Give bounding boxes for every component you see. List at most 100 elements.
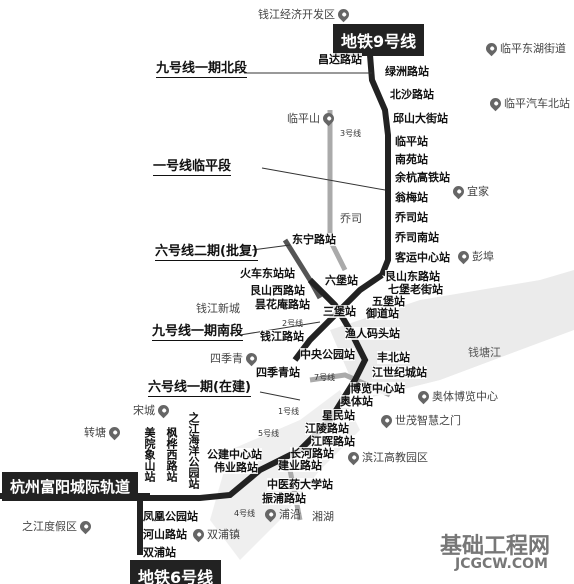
station-qiaosi[interactable]: 乔司站 bbox=[395, 211, 428, 224]
station-qibao[interactable]: 七堡老街站 bbox=[388, 283, 443, 296]
watermark-en: JCGCW.COM bbox=[455, 556, 548, 572]
station-weiye[interactable]: 伟业路站 bbox=[214, 461, 258, 474]
station-lvzhou[interactable]: 绿洲路站 bbox=[385, 65, 429, 78]
poi-pengbu: 彭埠 bbox=[455, 248, 494, 264]
station-gongjian[interactable]: 公建中心站 bbox=[207, 448, 262, 461]
poi-shuangpu: 双浦镇 bbox=[190, 526, 240, 542]
station-beisha[interactable]: 北沙路站 bbox=[390, 88, 434, 101]
poi-xianghu: 湘湖 bbox=[312, 508, 334, 524]
poi-yijia: 宜家 bbox=[450, 183, 489, 199]
location-pin-icon bbox=[450, 183, 467, 199]
station-xingmin[interactable]: 星民站 bbox=[322, 409, 355, 422]
station-keyun[interactable]: 客运中心站 bbox=[395, 251, 450, 264]
station-fengbei[interactable]: 丰北站 bbox=[377, 351, 410, 364]
poi-puyan: 浦沿 bbox=[262, 506, 301, 522]
poi-zhuantang: 转塘 bbox=[84, 424, 123, 440]
poi-sijiqing: 四季青 bbox=[210, 350, 260, 366]
station-shuangpu[interactable]: 双浦站 bbox=[143, 546, 176, 559]
station-nanyuan[interactable]: 南苑站 bbox=[395, 153, 428, 166]
location-pin-icon bbox=[378, 412, 395, 428]
poi-songcheng: 宋城 bbox=[133, 402, 172, 418]
poi-qiaosi-label: 乔司 bbox=[340, 212, 362, 225]
station-xiaomei[interactable]: 翁梅站 bbox=[395, 191, 428, 204]
station-zhongyang[interactable]: 中央公园站 bbox=[300, 348, 355, 361]
station-meiyuan[interactable]: 美院象山站 bbox=[143, 427, 156, 482]
section-linping: 一号线临平段 bbox=[153, 155, 232, 176]
line-number-5: 5号线 bbox=[258, 429, 280, 438]
poi-pengbu-label: 彭埠 bbox=[472, 250, 494, 263]
station-qiushan[interactable]: 邱山大街站 bbox=[393, 112, 448, 125]
station-qiaosi-south[interactable]: 乔司南站 bbox=[395, 231, 439, 244]
station-genshandong[interactable]: 艮山东路站 bbox=[385, 270, 440, 283]
station-jianghui[interactable]: 江晖路站 bbox=[311, 435, 355, 448]
leader-6p1 bbox=[259, 391, 301, 401]
poi-lpqc: 临平汽车北站 bbox=[487, 95, 570, 111]
station-wubao[interactable]: 五堡站 bbox=[372, 295, 405, 308]
station-qianjiang[interactable]: 钱江路站 bbox=[260, 330, 304, 343]
station-changda[interactable]: 昌达路站 bbox=[318, 53, 362, 66]
station-aoti[interactable]: 奥体站 bbox=[340, 395, 373, 408]
station-hehe[interactable]: 河山路站 bbox=[143, 528, 187, 541]
poi-qjjj: 钱江经济开发区 bbox=[258, 6, 352, 22]
station-zhenpu[interactable]: 振浦路站 bbox=[262, 492, 306, 505]
station-linping[interactable]: 临平站 bbox=[395, 135, 428, 148]
poi-aoti-label: 奥体博览中心 bbox=[432, 390, 498, 403]
station-fengyi[interactable]: 枫桦西路站 bbox=[165, 427, 178, 482]
leader-6p2 bbox=[251, 244, 291, 251]
poi-xianghu-label: 湘湖 bbox=[312, 510, 334, 523]
station-zhongyi[interactable]: 中医药大学站 bbox=[267, 478, 333, 491]
poi-lpdh: 临平东湖街道 bbox=[483, 40, 566, 56]
poi-lpqc-label: 临平汽车北站 bbox=[504, 97, 570, 110]
location-pin-icon bbox=[106, 424, 123, 440]
station-changhe[interactable]: 长河路站 bbox=[290, 447, 334, 460]
station-jinghuaan[interactable]: 昙花庵路站 bbox=[255, 298, 310, 311]
poi-yijia-label: 宜家 bbox=[467, 185, 489, 198]
location-pin-icon bbox=[77, 518, 94, 534]
station-jianye[interactable]: 建业路站 bbox=[278, 459, 322, 472]
line-number-7: 7号线 bbox=[314, 373, 336, 382]
line-number-1: 1号线 bbox=[278, 407, 300, 416]
watermark-cn: 基础工程网 bbox=[440, 534, 551, 559]
location-pin-icon bbox=[415, 388, 432, 404]
poi-shimao: 世茂智慧之门 bbox=[378, 412, 461, 428]
leader-south bbox=[239, 321, 321, 336]
location-pin-icon bbox=[335, 6, 352, 22]
station-yudao[interactable]: 御道站 bbox=[366, 307, 399, 320]
poi-songcheng-label: 宋城 bbox=[133, 404, 155, 417]
location-pin-icon bbox=[455, 248, 472, 264]
line-9-north bbox=[367, 54, 391, 277]
station-dongning[interactable]: 东宁路站 bbox=[292, 233, 336, 246]
station-jiangling[interactable]: 江陵路站 bbox=[305, 422, 349, 435]
poi-binjiang-label: 滨江高教园区 bbox=[362, 451, 428, 464]
station-shiji[interactable]: 江世纪城站 bbox=[372, 366, 427, 379]
station-fenghuang[interactable]: 凤凰公园站 bbox=[143, 510, 198, 523]
station-sijiqing[interactable]: 四季青站 bbox=[256, 366, 300, 379]
station-sanbao[interactable]: 三堡站 bbox=[323, 305, 356, 318]
section-line6-phase1: 六号线一期(在建) bbox=[148, 376, 251, 397]
section-south: 九号线一期南段 bbox=[152, 320, 244, 341]
station-yuren[interactable]: 渔人码头站 bbox=[345, 327, 400, 340]
line-number-4: 4号线 bbox=[234, 509, 256, 518]
location-pin-icon bbox=[243, 350, 260, 366]
location-pin-icon bbox=[320, 110, 337, 126]
poi-lpdh-label: 临平东湖街道 bbox=[500, 42, 566, 55]
poi-qiaosi: 乔司 bbox=[340, 210, 362, 226]
station-huochedong[interactable]: 火车东站站 bbox=[240, 267, 295, 280]
poi-shuangpu-label: 双浦镇 bbox=[207, 528, 240, 541]
intercity-badge: 杭州富阳城际轨道 bbox=[2, 472, 139, 501]
poi-qjxc-label: 钱江新城 bbox=[196, 302, 240, 315]
location-pin-icon bbox=[155, 402, 172, 418]
section-line6-phase2: 六号线二期(批复) bbox=[155, 240, 258, 261]
station-bolan[interactable]: 博览中心站 bbox=[350, 382, 405, 395]
station-liubao[interactable]: 六堡站 bbox=[325, 274, 358, 287]
location-pin-icon bbox=[190, 526, 207, 542]
station-zhijiang[interactable]: 之江海洋公园站 bbox=[187, 412, 200, 489]
station-yuhang-hsr[interactable]: 余杭高铁站 bbox=[395, 171, 450, 184]
location-pin-icon bbox=[345, 449, 362, 465]
poi-puyan-label: 浦沿 bbox=[279, 508, 301, 521]
poi-zhuantang-label: 转塘 bbox=[84, 426, 106, 439]
section-north: 九号线一期北段 bbox=[156, 57, 248, 78]
station-genshanxi[interactable]: 艮山西路站 bbox=[250, 284, 305, 297]
poi-binjiang: 滨江高教园区 bbox=[345, 449, 428, 465]
